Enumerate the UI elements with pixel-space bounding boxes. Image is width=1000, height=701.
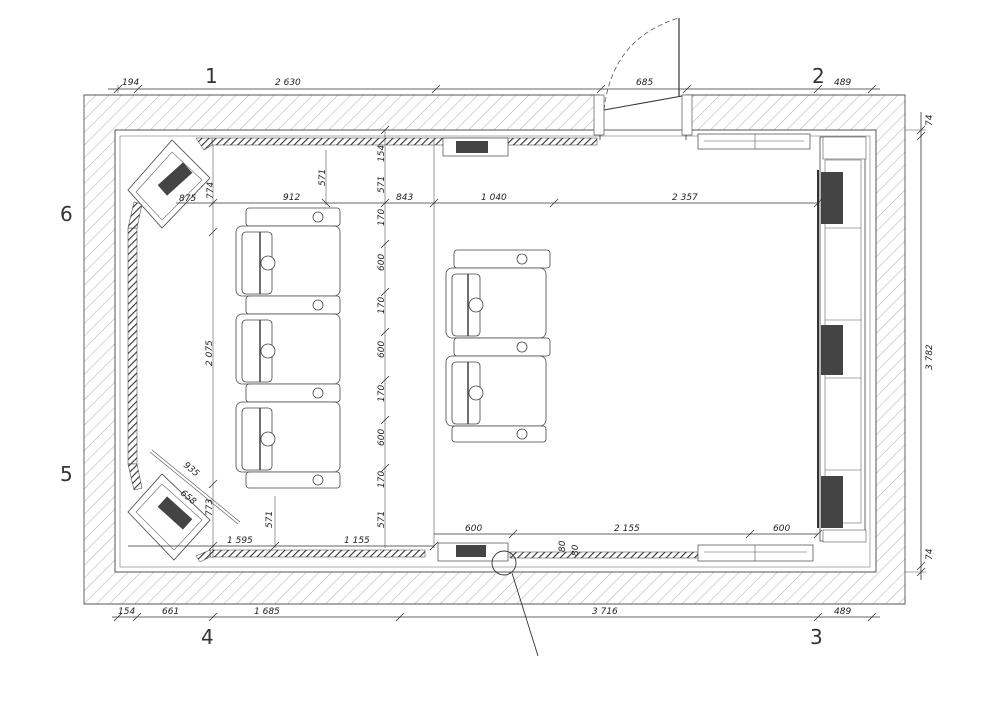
axis-1: 1 bbox=[205, 64, 218, 88]
dim-2155: 2 155 bbox=[614, 524, 640, 534]
axis-labels: 1 2 3 4 5 6 bbox=[60, 64, 825, 649]
dim-571-top: 571 bbox=[318, 169, 328, 186]
dim-bot-489: 489 bbox=[834, 607, 851, 617]
projector-top-left bbox=[127, 139, 211, 229]
recliner-seat-tail bbox=[451, 425, 547, 443]
axis-2: 2 bbox=[812, 64, 825, 88]
dim-2075: 2 075 bbox=[205, 340, 215, 366]
dim-bot-661: 661 bbox=[162, 607, 179, 617]
dim-170-d: 170 bbox=[377, 471, 387, 488]
dim-top-194: 194 bbox=[122, 78, 139, 88]
dim-170-c: 170 bbox=[377, 385, 387, 402]
recliner-seat bbox=[235, 295, 341, 385]
dim-top-489: 489 bbox=[834, 78, 851, 88]
dim-right-74-top: 74 bbox=[925, 114, 935, 126]
dim-bot-154: 154 bbox=[118, 607, 135, 617]
interior-dimension-lines bbox=[128, 125, 823, 657]
dim-bot-1685: 1 685 bbox=[254, 607, 280, 617]
dim-571-bottom-center: 571 bbox=[377, 511, 387, 528]
projector-bottom-left bbox=[127, 473, 211, 561]
seat-row-back bbox=[235, 207, 341, 489]
dim-170-b: 170 bbox=[377, 297, 387, 314]
dimension-labels: 194 2 630 685 489 154 661 1 685 3 716 48… bbox=[118, 78, 935, 617]
dim-600-c: 600 bbox=[377, 429, 387, 446]
recliner-seat bbox=[235, 383, 341, 473]
axis-6: 6 bbox=[60, 202, 73, 226]
exterior-dimension-lines bbox=[108, 84, 926, 622]
recliner-seat bbox=[445, 249, 551, 339]
seat-row-front bbox=[445, 249, 551, 443]
dim-1155: 1 155 bbox=[344, 536, 370, 546]
dim-80-a: 80 bbox=[558, 540, 568, 552]
recliner-seat bbox=[235, 207, 341, 297]
dim-proj-774: 774 bbox=[206, 182, 216, 199]
dim-1595: 1 595 bbox=[227, 536, 253, 546]
axis-3: 3 bbox=[810, 625, 823, 649]
dim-2357: 2 357 bbox=[672, 193, 698, 203]
screen-wall bbox=[817, 136, 867, 543]
wall-speakers bbox=[437, 133, 814, 562]
acoustic-panels bbox=[127, 137, 701, 563]
dim-154-top: 154 bbox=[377, 145, 387, 162]
dim-571-bottom-left: 571 bbox=[265, 511, 275, 528]
dim-912: 912 bbox=[283, 193, 300, 203]
dim-170-a: 170 bbox=[377, 209, 387, 226]
recliner-seat bbox=[445, 337, 551, 427]
dim-top-2630: 2 630 bbox=[275, 78, 301, 88]
entrance-door bbox=[593, 17, 693, 140]
dim-843: 843 bbox=[396, 193, 413, 203]
dim-right-74-bottom: 74 bbox=[925, 548, 935, 560]
dim-proj-875: 875 bbox=[179, 194, 196, 204]
dim-right-3782: 3 782 bbox=[925, 344, 935, 370]
dim-600-right: 600 bbox=[773, 524, 790, 534]
dim-600-left: 600 bbox=[465, 524, 482, 534]
dim-600-a: 600 bbox=[377, 254, 387, 271]
axis-5: 5 bbox=[60, 462, 73, 486]
dim-571-mid: 571 bbox=[377, 176, 387, 193]
dim-80-b: 80 bbox=[571, 544, 581, 556]
dim-bot-3716: 3 716 bbox=[592, 607, 618, 617]
dim-proj-773: 773 bbox=[205, 499, 215, 516]
dim-600-b: 600 bbox=[377, 341, 387, 358]
axis-4: 4 bbox=[201, 625, 214, 649]
recliner-seat-tail bbox=[245, 471, 341, 489]
dim-1040: 1 040 bbox=[481, 193, 507, 203]
dim-top-685: 685 bbox=[636, 78, 653, 88]
